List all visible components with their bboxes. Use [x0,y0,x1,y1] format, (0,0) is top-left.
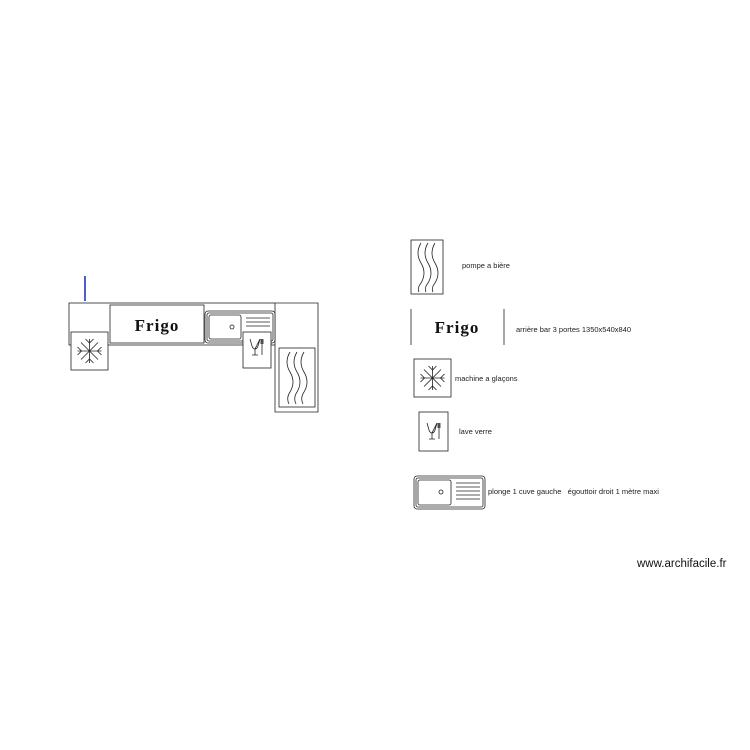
plan-beer-tap[interactable] [278,347,316,408]
snowflake-icon [77,338,102,364]
plan-glass-washer[interactable] [242,331,272,369]
plan-ice-machine[interactable] [70,331,109,371]
legend-label-beer-tap: pompe a bière [462,261,510,270]
plan-fridge[interactable]: Frigo [109,304,205,344]
site-url[interactable]: www.archifacile.fr [637,558,727,570]
legend-beer-tap [410,239,444,295]
legend-label-sink: plonge 1 cuve gauche égouttoir droit 1 m… [488,487,659,496]
legend-label-ice-machine: machine a glaçons [455,374,518,383]
snowflake-icon [420,365,445,391]
drainboard-icon [456,482,480,500]
bar-floor-plan: Frigo [68,276,319,413]
legend: Frigo [410,239,505,510]
legend-fridge: Frigo [410,309,505,345]
bar-counter-return[interactable] [274,302,319,413]
legend-label-fridge: arrière bar 3 portes 1350x540x840 [516,325,632,334]
legend-fridge-symbol-text: Frigo [435,318,480,337]
glass-icon [249,338,264,356]
legend-glass-washer [418,411,449,452]
beer-tap-icon [286,351,308,405]
beer-tap-icon [417,242,439,293]
plan-fridge-label: Frigo [135,316,180,335]
glass-icon [426,422,441,440]
legend-label-glass-washer: lave verre [459,427,492,436]
legend-ice-machine [413,358,452,398]
legend-sink [413,475,486,510]
